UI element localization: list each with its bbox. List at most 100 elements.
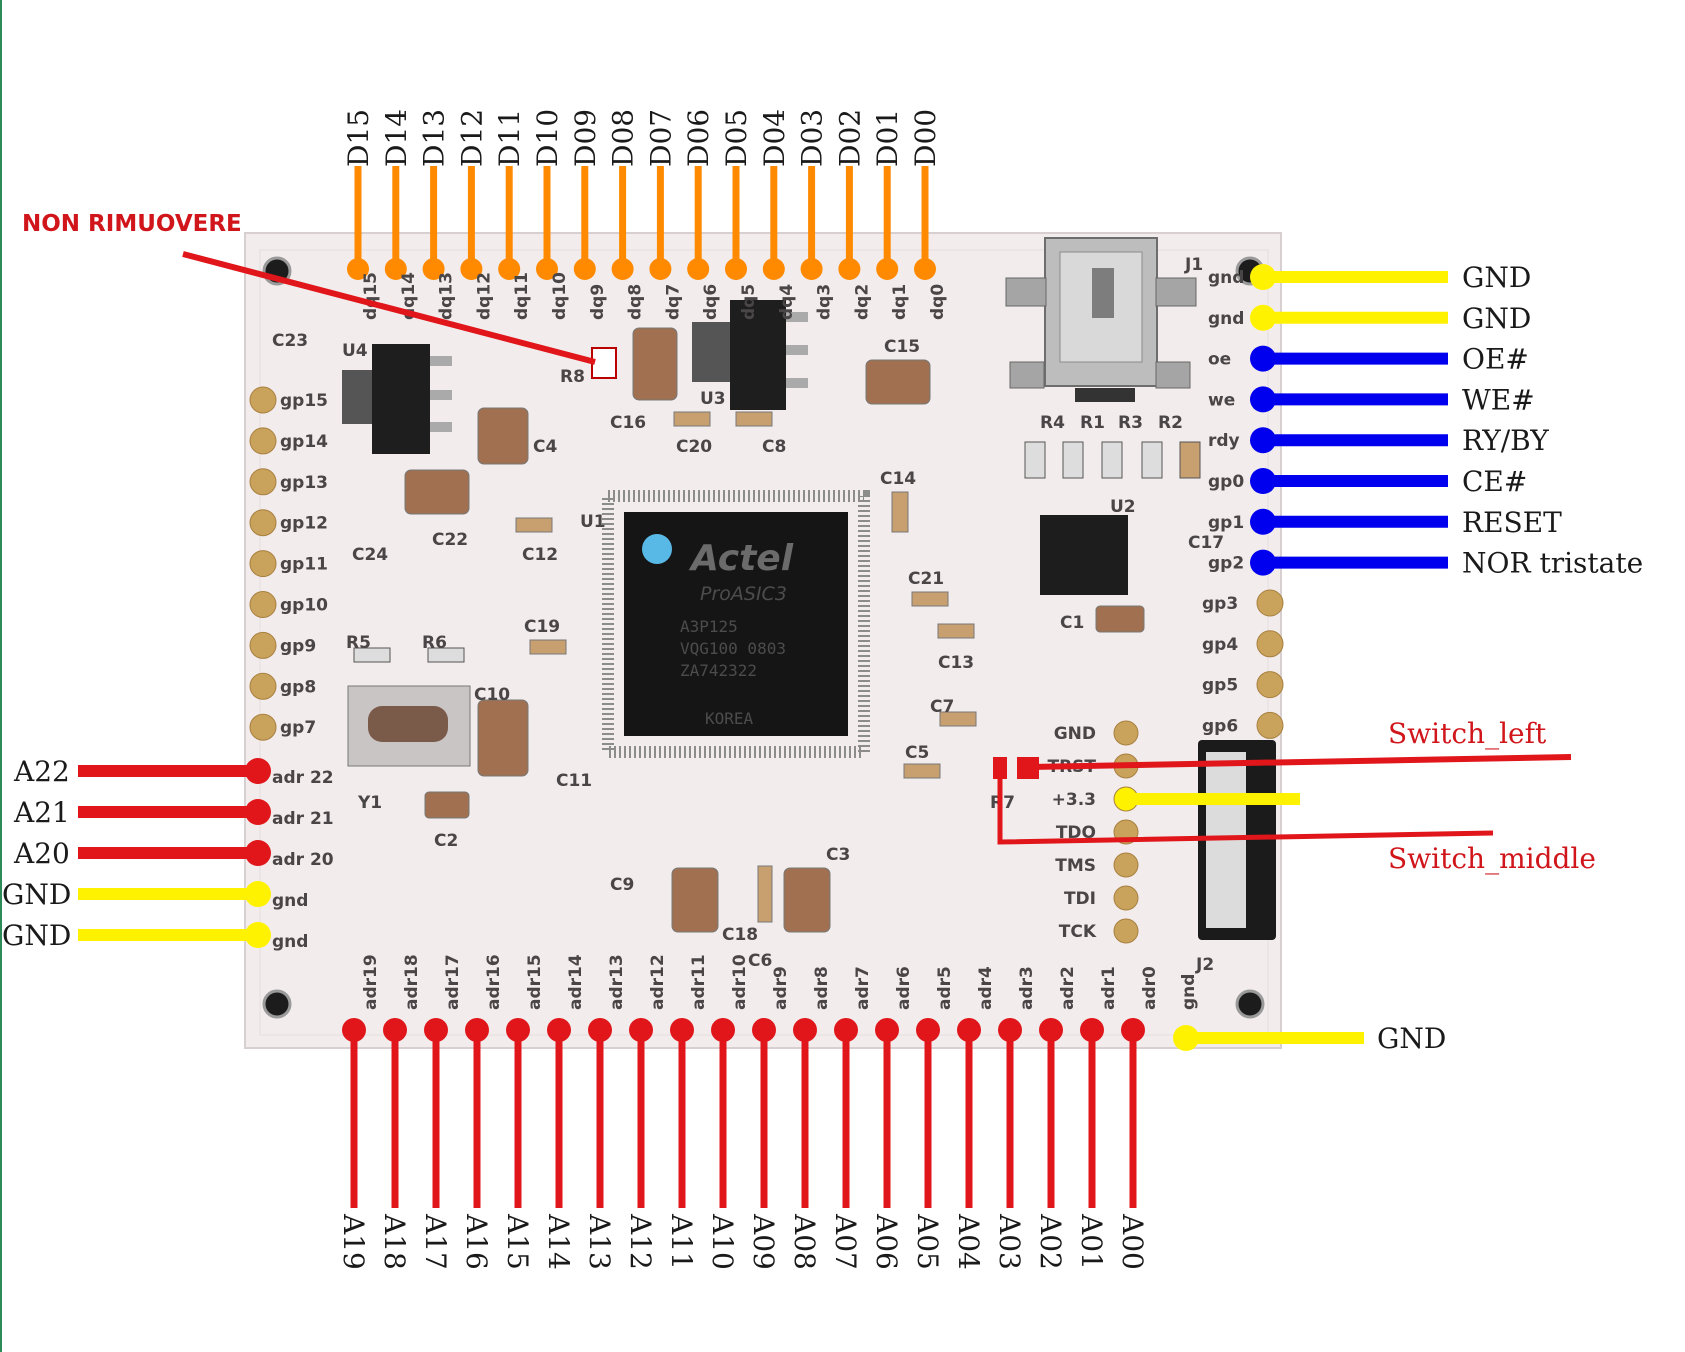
address-pad-silk: adr18 <box>402 954 422 1010</box>
address-pad-silk: adr8 <box>812 966 832 1010</box>
address-pad-silk: adr0 <box>1140 966 1160 1010</box>
component-label-c1: C1 <box>1060 613 1084 633</box>
component-label-j2: J2 <box>1195 955 1214 975</box>
component-label-c9: C9 <box>610 875 634 895</box>
chip-line2: VQG100 0803 <box>680 639 786 658</box>
address-pad-silk: adr13 <box>607 954 627 1010</box>
left-pin-label: GND <box>2 878 71 911</box>
address-pin-pad <box>465 1018 489 1042</box>
gp-pad-silk: gp3 <box>1202 594 1238 614</box>
data-pad-silk: dq15 <box>361 272 381 320</box>
usb-connector-j1 <box>1005 237 1197 402</box>
gp-pad-gp11: gp11 <box>249 550 328 578</box>
component-label-c24: C24 <box>352 545 388 565</box>
data-pin-pad <box>422 258 445 280</box>
gp-pad <box>249 713 277 741</box>
address-pin-label: A15 <box>501 1213 534 1270</box>
data-pad-silk: dq0 <box>928 284 948 320</box>
component-label-c21: C21 <box>908 569 944 589</box>
data-pin-pad <box>649 258 672 280</box>
data-pin-pad <box>876 258 899 280</box>
component-label-c14: C14 <box>880 469 916 489</box>
component-label-c17: C17 <box>1188 533 1224 553</box>
address-pad-silk: adr14 <box>566 954 586 1010</box>
mounting-hole <box>262 989 292 1019</box>
gp-pad-silk: gp7 <box>280 718 316 738</box>
right-pin-pad <box>1250 304 1276 331</box>
component-label-c22: C22 <box>432 530 468 550</box>
right-pad-silk: we <box>1208 390 1235 410</box>
address-pin-pad <box>998 1018 1022 1042</box>
address-pin-label: A03 <box>993 1213 1026 1270</box>
address-pin-label: A18 <box>378 1213 411 1270</box>
component-label-c18: C18 <box>722 925 758 945</box>
left-pin-pad <box>245 922 271 948</box>
data-pin-label: D01 <box>871 109 904 167</box>
component-label-r3: R3 <box>1118 413 1143 433</box>
address-pin-pad <box>547 1018 571 1042</box>
address-pad-silk: adr16 <box>484 954 504 1010</box>
right-gp-pad-gp5: gp5 <box>1202 671 1284 699</box>
do-not-remove-label: NON RIMUOVERE <box>22 211 242 237</box>
chip-brand: Actel <box>688 538 794 579</box>
address-pad-silk: adr12 <box>648 954 668 1010</box>
component-label-c12: C12 <box>522 545 558 565</box>
gp-pad-gp13: gp13 <box>249 468 328 496</box>
gp-pad-silk: gp6 <box>1202 716 1238 736</box>
right-pin-pad <box>1250 549 1276 576</box>
gp-pad-silk: gp10 <box>280 596 328 616</box>
address-pin-a18: A18 adr18 <box>378 954 422 1270</box>
address-pin-pad <box>916 1018 940 1042</box>
right-pin-5: CE#gp0 <box>1208 465 1527 498</box>
data-pad-silk: dq10 <box>550 272 570 320</box>
data-pin-label: D11 <box>493 109 526 167</box>
data-pad-silk: dq13 <box>437 272 457 320</box>
data-pin-label: D07 <box>644 109 677 167</box>
component-label-c6: C6 <box>748 951 772 971</box>
bottom-gnd-label: GND <box>1377 1022 1446 1055</box>
component-label-r5: R5 <box>346 633 371 653</box>
gp-pad-gp9: gp9 <box>249 631 316 659</box>
fpga-chip-u1 <box>602 490 870 758</box>
component-label-c3: C3 <box>826 845 850 865</box>
component-label-c7: C7 <box>930 697 954 717</box>
address-pin-label: A05 <box>911 1213 944 1270</box>
gp-pad <box>249 427 277 455</box>
gp-pad-gp14: gp14 <box>249 427 328 455</box>
right-pin-pad <box>1250 468 1276 494</box>
jtag-pin-label: TDI <box>1064 889 1096 909</box>
switch-right-pad <box>1017 757 1039 779</box>
data-pad-silk: dq5 <box>739 284 759 320</box>
gp-pad-silk: gp4 <box>1202 635 1238 655</box>
chip-line3: ZA742322 <box>680 661 757 680</box>
mounting-hole <box>1235 989 1265 1019</box>
right-gp-pad-gp3: gp3 <box>1202 589 1284 617</box>
gp-pad-gp8: gp8 <box>249 672 316 700</box>
left-pin-pad <box>245 799 271 825</box>
address-pin-pad <box>588 1018 612 1042</box>
address-pin-label: A01 <box>1075 1213 1108 1270</box>
right-pin-pad <box>1250 264 1276 290</box>
right-pin-label: RESET <box>1462 506 1562 539</box>
jtag-pin-2: +3.3 <box>1052 786 1300 812</box>
gp-pad <box>249 550 277 578</box>
component-label-c10: C10 <box>474 685 510 705</box>
r8-resistor <box>591 347 617 379</box>
